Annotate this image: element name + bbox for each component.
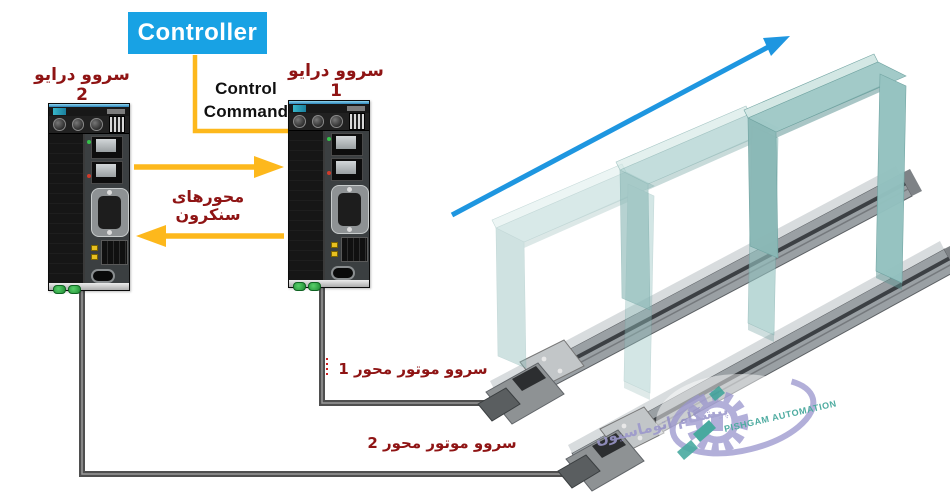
sync-axes-label: محورهای سنکرون — [171, 187, 245, 225]
drive-model-text — [347, 106, 365, 112]
delta-logo — [293, 105, 306, 113]
servo-drive1-label: سروو درایو 1 — [288, 61, 384, 101]
green-led — [53, 285, 66, 295]
controller-box: Controller — [128, 12, 267, 54]
logo-teal-mark — [677, 440, 698, 460]
dsub-connector — [91, 188, 129, 238]
drive-base — [49, 283, 129, 295]
servo-motor2-label: سروو موتور محور 2 — [367, 434, 517, 452]
red-led — [327, 171, 331, 176]
delta-logo — [53, 108, 66, 116]
logo-teal-mark — [693, 420, 716, 442]
sync-arrow-right-icon — [134, 156, 284, 178]
mini-usb-port — [331, 266, 355, 281]
controller-label: Controller — [137, 19, 258, 46]
rj45-port — [327, 158, 363, 182]
knob-dial — [293, 115, 306, 129]
yellow-led — [91, 254, 98, 261]
vent-stripes — [108, 116, 126, 134]
drive-header — [289, 104, 369, 114]
mini-usb-port — [91, 269, 115, 284]
drive-connector-panel — [325, 131, 369, 281]
green-led — [68, 285, 81, 295]
vent-stripes — [348, 113, 366, 131]
green-led — [327, 137, 331, 142]
logo-swoosh — [669, 375, 817, 457]
drive-top-strip — [289, 101, 369, 105]
drive-base — [289, 280, 369, 292]
rj45-port — [327, 133, 363, 157]
control-command-wire — [192, 55, 291, 134]
io-connector — [341, 237, 368, 263]
red-led — [87, 174, 91, 179]
wire-drive2-to-motor2 — [79, 288, 572, 477]
drive-control-row — [49, 116, 129, 135]
drive-body — [49, 134, 129, 284]
drive-header — [49, 107, 129, 117]
control-command-label: Control Command — [203, 79, 289, 121]
servo-drive2-label: سروو درایو 2 — [34, 65, 130, 105]
yellow-led — [331, 242, 338, 249]
drive-top-strip — [49, 104, 129, 108]
logo-teal-mark — [709, 386, 725, 401]
drive-control-row — [289, 113, 369, 132]
yellow-led — [331, 251, 338, 258]
drive-front-door — [289, 131, 325, 281]
wire-drive1-to-motor1 — [319, 287, 492, 406]
knob-dial — [90, 118, 103, 132]
dsub-connector — [331, 185, 369, 235]
motion-direction-arrow-icon — [450, 36, 790, 218]
yellow-led — [91, 245, 98, 252]
io-connector — [101, 240, 128, 266]
servo-motor1-label: سروو موتور محور 1 — [338, 360, 488, 378]
knob-dial — [53, 118, 66, 132]
green-led — [293, 282, 306, 292]
green-led — [87, 140, 91, 145]
knob-dial — [71, 118, 85, 132]
drive-front-door — [49, 134, 85, 284]
rj45-port — [87, 136, 123, 160]
drive-body — [289, 131, 369, 281]
drive-connector-panel — [85, 134, 129, 284]
knob-dial — [330, 115, 343, 129]
rj45-port — [87, 161, 123, 185]
green-led — [308, 282, 321, 292]
servo-drive-2-unit — [48, 103, 130, 295]
drive-model-text — [107, 109, 125, 115]
servo-drive-1-unit — [288, 100, 370, 292]
knob-dial — [311, 115, 325, 129]
sync-arrow-left-icon — [136, 225, 284, 247]
